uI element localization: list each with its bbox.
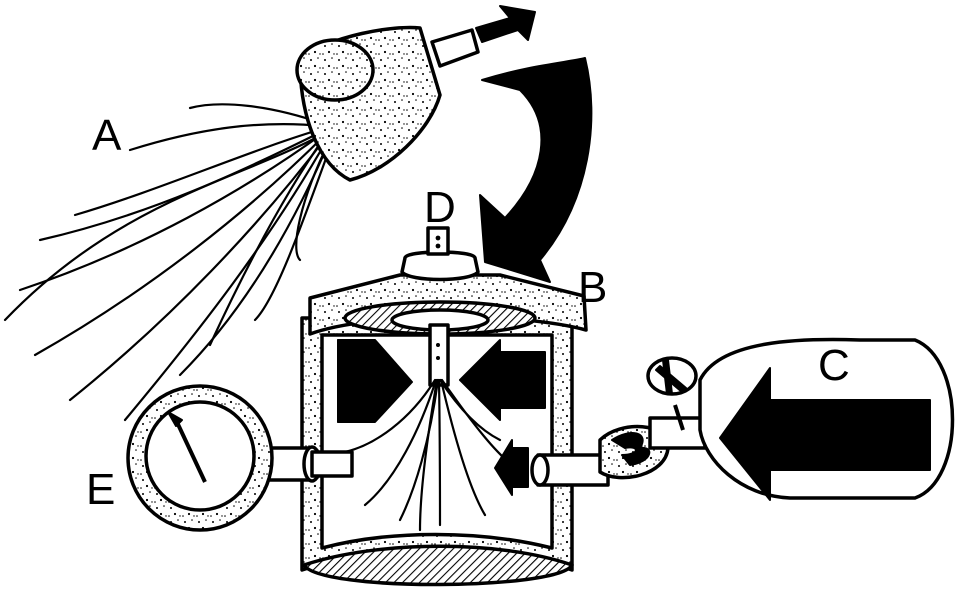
label-a: A	[92, 111, 122, 160]
spinneret-feed-tube	[430, 28, 480, 68]
right-pressure-arrow	[459, 339, 546, 421]
spinneret-block	[295, 25, 442, 182]
gas-cylinder	[698, 337, 955, 501]
gas-valve-wheel	[646, 356, 698, 431]
label-d: D	[424, 183, 456, 232]
extruded-fiber-bundle	[3, 103, 334, 422]
outlet-arrow	[475, 5, 536, 43]
chamber-lid	[308, 250, 588, 336]
gauge-connector	[260, 445, 354, 483]
pressure-gauge	[126, 384, 274, 532]
gas-inlet-arrow	[494, 439, 529, 496]
fiber-column	[428, 323, 450, 387]
inner-fiber-bundle	[343, 378, 522, 532]
label-b: B	[578, 263, 607, 312]
label-e: E	[86, 465, 115, 514]
left-pressure-arrows	[337, 339, 413, 423]
label-c: C	[818, 341, 850, 390]
inlet-pipe	[530, 416, 707, 487]
return-arrow	[479, 57, 593, 283]
lid-port	[426, 226, 450, 256]
